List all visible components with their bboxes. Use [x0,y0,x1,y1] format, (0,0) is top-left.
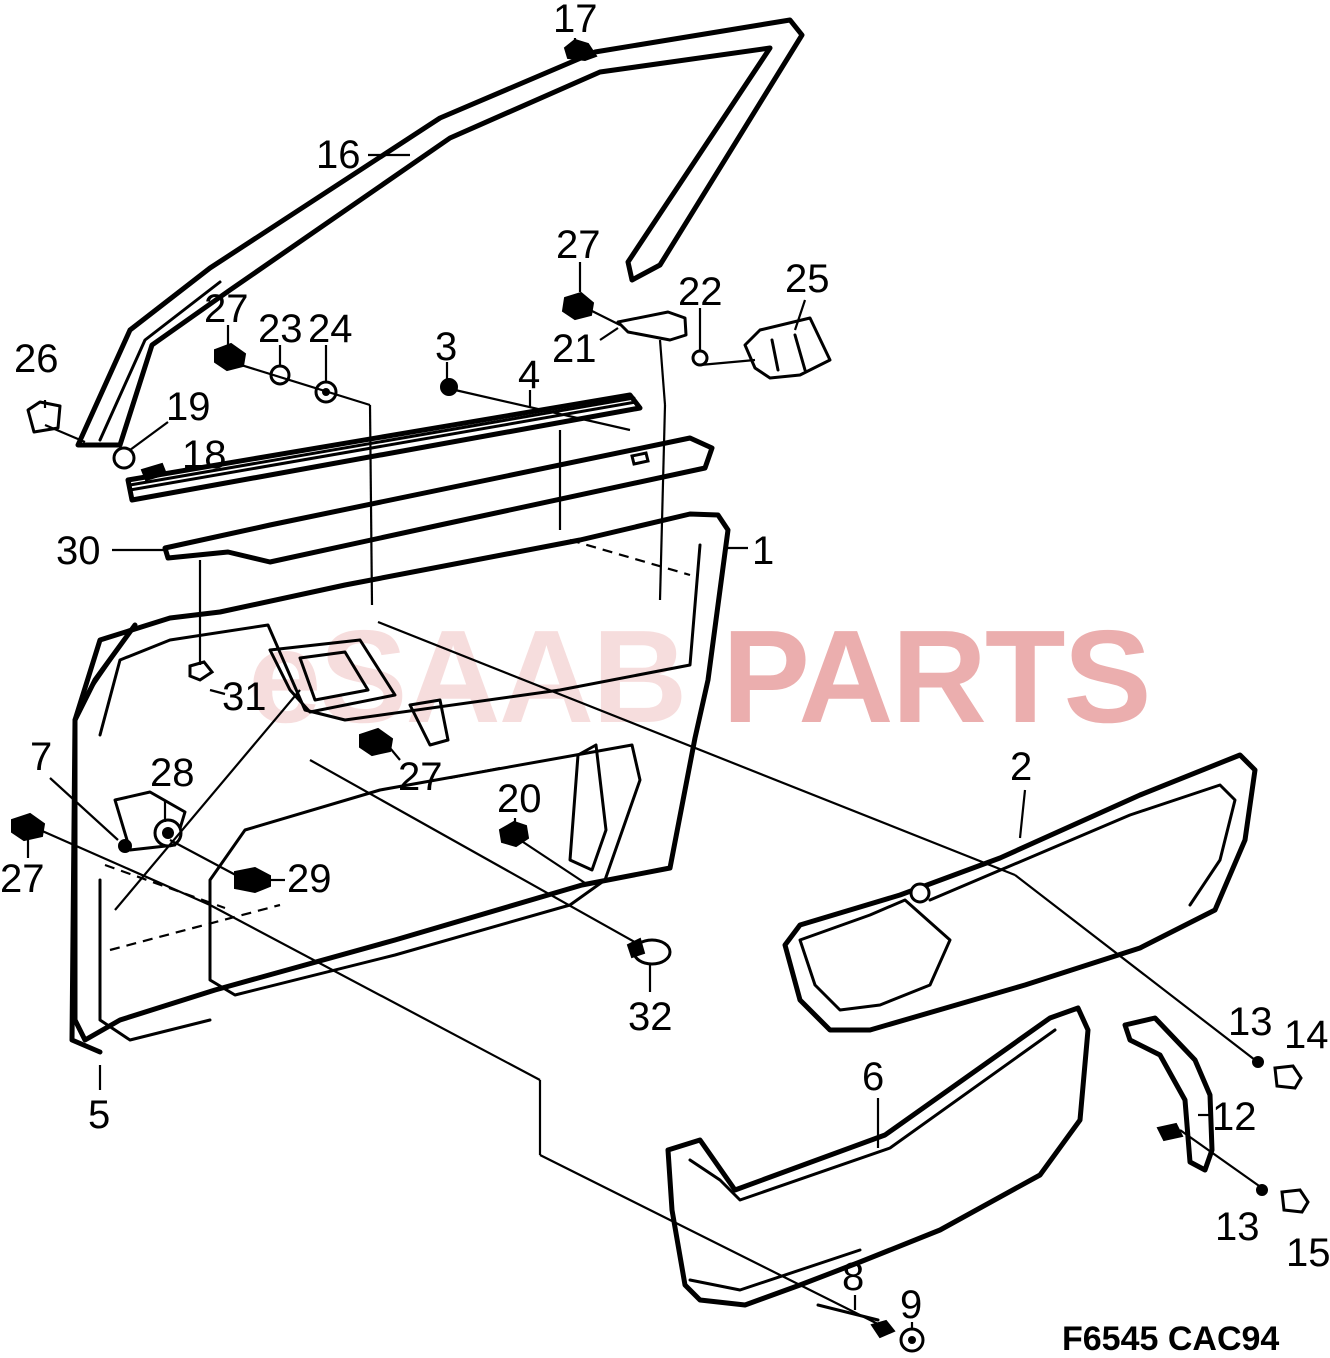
callout-23: 23 [258,307,303,351]
callout-22: 22 [678,270,723,314]
callout-29: 29 [287,857,332,901]
callout-7: 7 [30,735,52,779]
door-panel-part [72,511,731,1043]
callout-2: 2 [1010,745,1032,789]
clip-17 [563,38,598,62]
callout-28: 28 [150,751,195,795]
bracket-25 [743,316,832,380]
callout-13-lower: 13 [1215,1205,1260,1249]
callout-leaders [26,38,1210,1330]
callout-9: 9 [900,1283,922,1327]
callout-13-upper: 13 [1228,1000,1273,1044]
callout-5: 5 [88,1093,110,1137]
assembly-lines [39,304,1263,1326]
window-frame-part [75,17,805,448]
callout-27-upper-left: 27 [204,287,249,331]
callout-27-middle: 27 [398,755,443,799]
callout-14: 14 [1284,1013,1329,1057]
fasteners [11,291,1310,1353]
callout-6: 6 [862,1055,884,1099]
callout-19: 19 [166,385,211,429]
upper-trim-cap-part [162,435,715,565]
callout-18: 18 [182,433,227,477]
clip-26 [26,400,62,434]
callout-27-left: 27 [0,857,45,901]
door-edge-seal-part [69,622,138,1055]
inner-handle-21 [616,310,688,342]
callout-21: 21 [552,327,597,371]
watermark-suffix: PARTS [722,603,1150,750]
callout-24: 24 [308,307,353,351]
lower-pocket-panel-part [665,1005,1091,1308]
callout-labels: 17 16 27 22 25 21 27 23 24 3 4 26 19 18 … [0,0,1330,1327]
armrest-panel-part [782,752,1258,1033]
callout-1: 1 [752,529,774,573]
callout-30: 30 [56,529,101,573]
callout-16: 16 [316,133,361,177]
diagram-reference-code: F6545 CAC94 [1062,1320,1279,1358]
pull-handle-part [1122,1015,1215,1173]
callout-27-top: 27 [556,223,601,267]
callout-3: 3 [435,325,457,369]
callout-17: 17 [553,0,598,41]
callout-31: 31 [222,675,267,719]
callout-4: 4 [518,353,540,397]
callout-20: 20 [497,777,542,821]
watermark-prefix: eSAAB [248,603,685,750]
callout-32: 32 [628,995,673,1039]
callout-12: 12 [1212,1095,1257,1139]
callout-25: 25 [785,257,830,301]
callout-26: 26 [14,337,59,381]
watermark: eSAAB PARTS [248,603,1152,750]
callout-15: 15 [1286,1231,1330,1275]
callout-8: 8 [842,1255,864,1299]
